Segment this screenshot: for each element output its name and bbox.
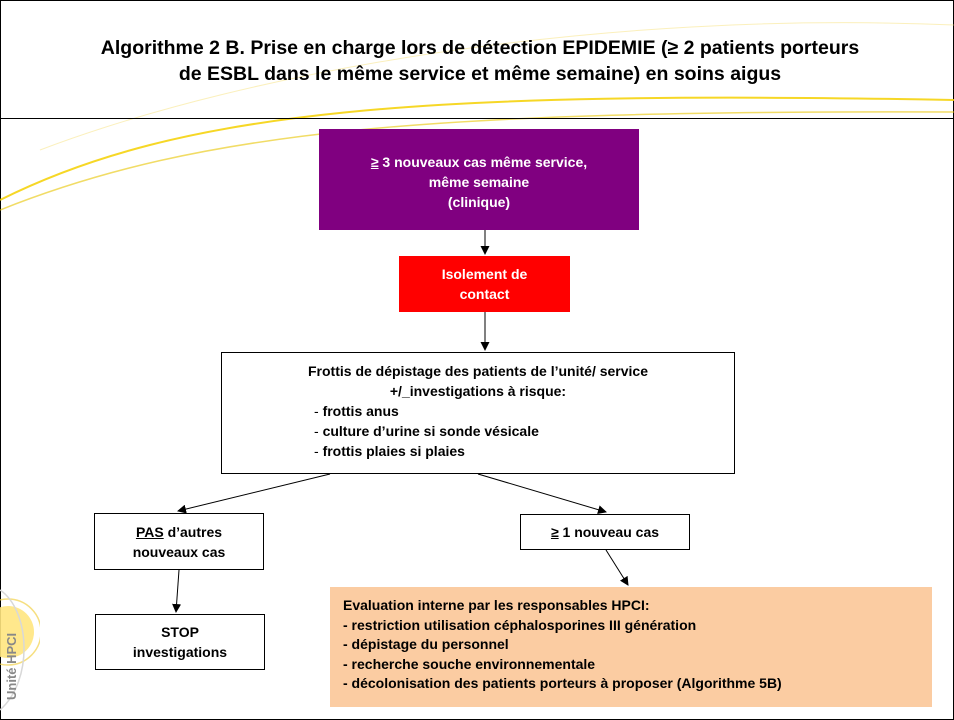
- hpci-logo-icon: [0, 589, 40, 711]
- screening-line-2: +/_investigations à risque:: [389, 383, 567, 399]
- isolation-node: Isolement de contact: [399, 256, 570, 312]
- evaluation-item: - décolonisation des patients porteurs à…: [343, 675, 782, 691]
- slide-title: Algorithme 2 B. Prise en charge lors de …: [10, 35, 950, 87]
- no-new-cases-node: PAS d’autres nouveaux cas: [94, 513, 264, 570]
- evaluation-header: Evaluation interne par les responsables …: [343, 597, 650, 613]
- logo-label: Unité HPCI: [4, 632, 19, 700]
- arrow-no-new-to-stop: [172, 569, 182, 613]
- new-case-node: ≥ 1 nouveau cas: [520, 514, 690, 550]
- screening-node: Frottis de dépistage des patients de l’u…: [221, 352, 735, 474]
- screening-item: - culture d’urine si sonde vésicale: [314, 423, 539, 439]
- arrow-screening-to-no-new: [177, 473, 331, 514]
- new-case-text: 1 nouveau cas: [558, 524, 660, 540]
- evaluation-node: Evaluation interne par les responsables …: [330, 587, 932, 707]
- screening-line-1: Frottis de dépistage des patients de l’u…: [308, 363, 648, 379]
- ge-sign: ≥: [550, 524, 559, 540]
- title-line-1: Algorithme 2 B. Prise en charge lors de …: [100, 37, 860, 59]
- screening-item: - frottis plaies si plaies: [314, 443, 465, 459]
- no-new-line-1: d’autres: [163, 523, 223, 540]
- trigger-line-3: (clinique): [447, 193, 511, 210]
- trigger-line-1: 3 nouveaux cas même service,: [378, 153, 588, 170]
- stop-line-2: investigations: [132, 644, 228, 660]
- isolation-line-2: contact: [459, 286, 510, 302]
- stop-line-1: STOP: [161, 624, 199, 640]
- arrow-new-case-to-evaluation: [605, 549, 629, 586]
- screening-item: - frottis anus: [314, 403, 399, 419]
- screening-list: - frottis anus - culture d’urine si sond…: [222, 401, 734, 461]
- stop-node: STOP investigations: [95, 614, 265, 670]
- no-new-emph: PAS: [135, 523, 164, 540]
- trigger-line-2: même semaine: [428, 173, 530, 190]
- trigger-node: ≥ 3 nouveaux cas même service, même sema…: [319, 129, 639, 230]
- evaluation-item: - recherche souche environnementale: [343, 655, 596, 672]
- isolation-line-1: Isolement de: [441, 266, 528, 282]
- no-new-line-2: nouveaux cas: [132, 543, 226, 560]
- title-line-2: de ESBL dans le même service et même sem…: [178, 63, 782, 85]
- evaluation-item: - dépistage du personnel: [343, 636, 509, 652]
- evaluation-item: - restriction utilisation céphalosporine…: [343, 616, 697, 633]
- title-divider: [0, 118, 954, 119]
- ge-sign: ≥: [370, 153, 379, 170]
- arrow-screening-to-new-case: [477, 473, 607, 515]
